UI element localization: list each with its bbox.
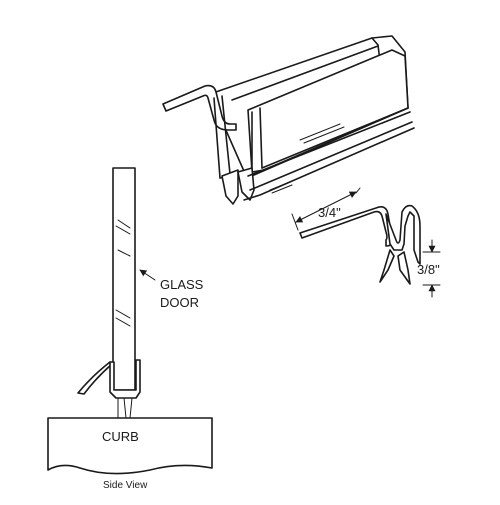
glass-door (112, 167, 136, 391)
glass-door-label-line1: GLASS (160, 277, 204, 292)
seal-channel (109, 359, 141, 399)
arrow-icon (295, 191, 357, 223)
curb-block (47, 417, 213, 475)
seal-perspective-view (162, 35, 415, 205)
dimension-height: 3/8" (417, 239, 441, 298)
curb-label: CURB (102, 429, 139, 444)
arrow-icon (139, 269, 156, 281)
glass-door-label-line2: DOOR (160, 295, 199, 310)
side-view-caption: Side View (103, 480, 148, 491)
dimension-width-label: 3/4" (318, 205, 341, 220)
side-view: CURB Side View GLASS DOOR (47, 167, 213, 491)
dimension-width: 3/4" (291, 187, 361, 231)
seal-profile (299, 204, 421, 285)
dimension-height-label: 3/8" (417, 262, 440, 277)
seal-flap (77, 361, 113, 395)
